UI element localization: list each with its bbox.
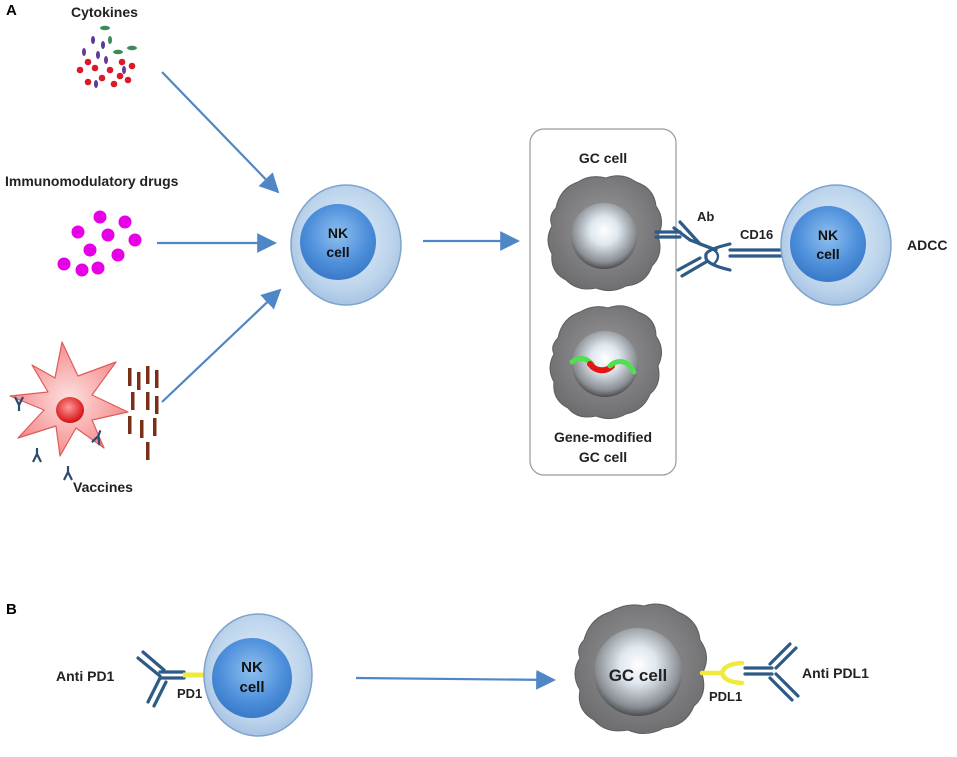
gene-modified-label-line2: GC cell bbox=[579, 449, 627, 465]
nk-cell-b-line2: cell bbox=[239, 679, 264, 696]
ab-label: Ab bbox=[697, 209, 714, 224]
cytokine-dots bbox=[76, 25, 137, 88]
nk-cell-b-line1: NK bbox=[241, 659, 263, 676]
nk-cell-adcc-line2: cell bbox=[816, 246, 839, 262]
gc-cell-label: GC cell bbox=[579, 150, 627, 166]
nk-cell-b: NK cell bbox=[203, 613, 313, 737]
arrow-vaccines-to-nk bbox=[161, 288, 282, 403]
cd16-label: CD16 bbox=[740, 227, 773, 242]
nk-cell-a-line2: cell bbox=[326, 244, 349, 260]
anti-pd1-label: Anti PD1 bbox=[56, 668, 115, 684]
drug-dots bbox=[57, 210, 142, 277]
arrow-cytokines-to-nk bbox=[161, 71, 280, 194]
pdl1-receptor bbox=[699, 660, 745, 686]
panel-a-letter: A bbox=[6, 2, 17, 19]
adcc-label: ADCC bbox=[907, 237, 947, 253]
gc-cell-b-label: GC cell bbox=[609, 666, 668, 685]
pdl1-label: PDL1 bbox=[709, 689, 742, 704]
gene-modified-gc-cell bbox=[549, 305, 662, 420]
gc-cell-b: GC cell bbox=[574, 603, 707, 734]
arrow-nk-to-gc-b bbox=[355, 669, 556, 690]
dendritic-cell-icon bbox=[9, 341, 129, 481]
nk-cell-adcc: NK cell bbox=[780, 184, 892, 306]
drugs-label: Immunomodulatory drugs bbox=[5, 173, 179, 189]
panel-b-letter: B bbox=[6, 601, 17, 618]
ab-cd16-complex bbox=[654, 220, 792, 278]
nk-cell-a-line1: NK bbox=[328, 225, 348, 241]
nk-cell-a: NK cell bbox=[290, 184, 402, 306]
cytokines-label: Cytokines bbox=[71, 4, 138, 20]
anti-pd1-antibody bbox=[136, 650, 186, 708]
anti-pdl1-antibody bbox=[743, 642, 800, 702]
anti-pdl1-label: Anti PDL1 bbox=[802, 665, 869, 681]
nk-cell-adcc-line1: NK bbox=[818, 227, 838, 243]
vaccines-label: Vaccines bbox=[73, 479, 133, 495]
gene-modified-label-line1: Gene-modified bbox=[554, 429, 652, 445]
gc-cell-box bbox=[529, 128, 677, 476]
pd1-label: PD1 bbox=[177, 686, 202, 701]
gc-cell-upper bbox=[547, 175, 662, 292]
peptide-bars bbox=[128, 366, 159, 460]
